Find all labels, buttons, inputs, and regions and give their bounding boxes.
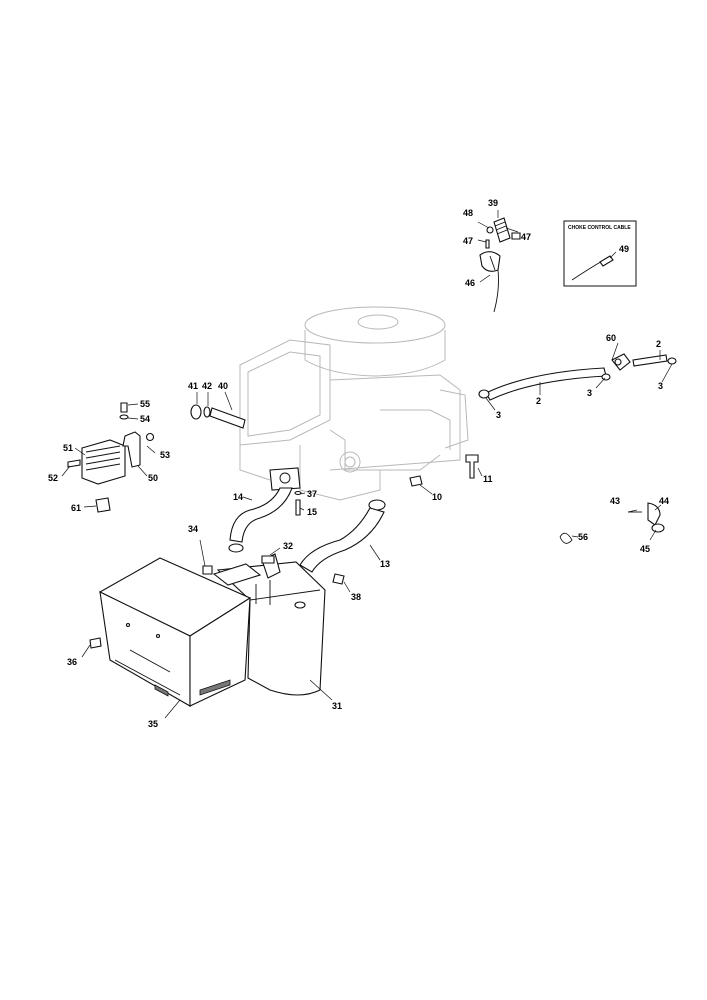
part-label-44: 44 <box>659 496 669 506</box>
part-label-14: 14 <box>233 492 243 502</box>
choke-cable-inset: CHOKE CONTROL CABLE <box>563 220 637 287</box>
part-label-42: 42 <box>202 381 212 391</box>
part-label-47-left: 47 <box>463 236 473 246</box>
part-label-47-right: 47 <box>521 232 531 242</box>
part-label-3-middle: 3 <box>587 388 592 398</box>
part-label-48: 48 <box>463 208 473 218</box>
inset-title: CHOKE CONTROL CABLE <box>568 225 631 231</box>
part-label-32: 32 <box>283 541 293 551</box>
part-label-43: 43 <box>610 496 620 506</box>
part-label-45: 45 <box>640 544 650 554</box>
part-label-55: 55 <box>140 399 150 409</box>
part-label-53: 53 <box>160 450 170 460</box>
part-label-54: 54 <box>140 414 150 424</box>
part-label-2-upper: 2 <box>656 339 661 349</box>
part-label-36: 36 <box>67 657 77 667</box>
part-label-38: 38 <box>351 592 361 602</box>
part-label-61: 61 <box>71 503 81 513</box>
part-label-13: 13 <box>380 559 390 569</box>
part-label-39: 39 <box>488 198 498 208</box>
part-label-15: 15 <box>307 507 317 517</box>
part-label-11: 11 <box>483 474 493 484</box>
breather-hose-assembly <box>190 404 246 429</box>
part-label-34: 34 <box>188 524 198 534</box>
fuel-hose-assembly <box>478 353 677 401</box>
part-label-46: 46 <box>465 278 475 288</box>
part-label-50: 50 <box>148 473 158 483</box>
part-labels: 60 2 2 3 3 3 39 48 47 47 46 49 41 42 40 … <box>48 198 669 729</box>
hardware <box>89 454 665 649</box>
part-label-3-right: 3 <box>658 381 663 391</box>
part-label-3-left: 3 <box>496 410 501 420</box>
leader-lines <box>61 210 673 719</box>
part-label-51: 51 <box>63 443 73 453</box>
exhaust-pipe-14 <box>228 467 302 553</box>
part-label-2-lower: 2 <box>536 396 541 406</box>
part-label-56: 56 <box>578 532 588 542</box>
part-label-52: 52 <box>48 473 58 483</box>
engine-outline <box>239 306 469 501</box>
part-label-41: 41 <box>188 381 198 391</box>
part-label-60: 60 <box>606 333 616 343</box>
part-label-31: 31 <box>332 701 342 711</box>
muffler-31 <box>212 553 326 696</box>
part-label-37: 37 <box>307 489 317 499</box>
part-label-40: 40 <box>218 381 228 391</box>
part-label-10: 10 <box>432 492 442 502</box>
throttle-control-assembly <box>479 217 521 313</box>
part-label-49: 49 <box>619 244 629 254</box>
muffler-guard-35 <box>98 557 252 707</box>
regulator-assembly <box>67 402 155 513</box>
part-label-35: 35 <box>148 719 158 729</box>
